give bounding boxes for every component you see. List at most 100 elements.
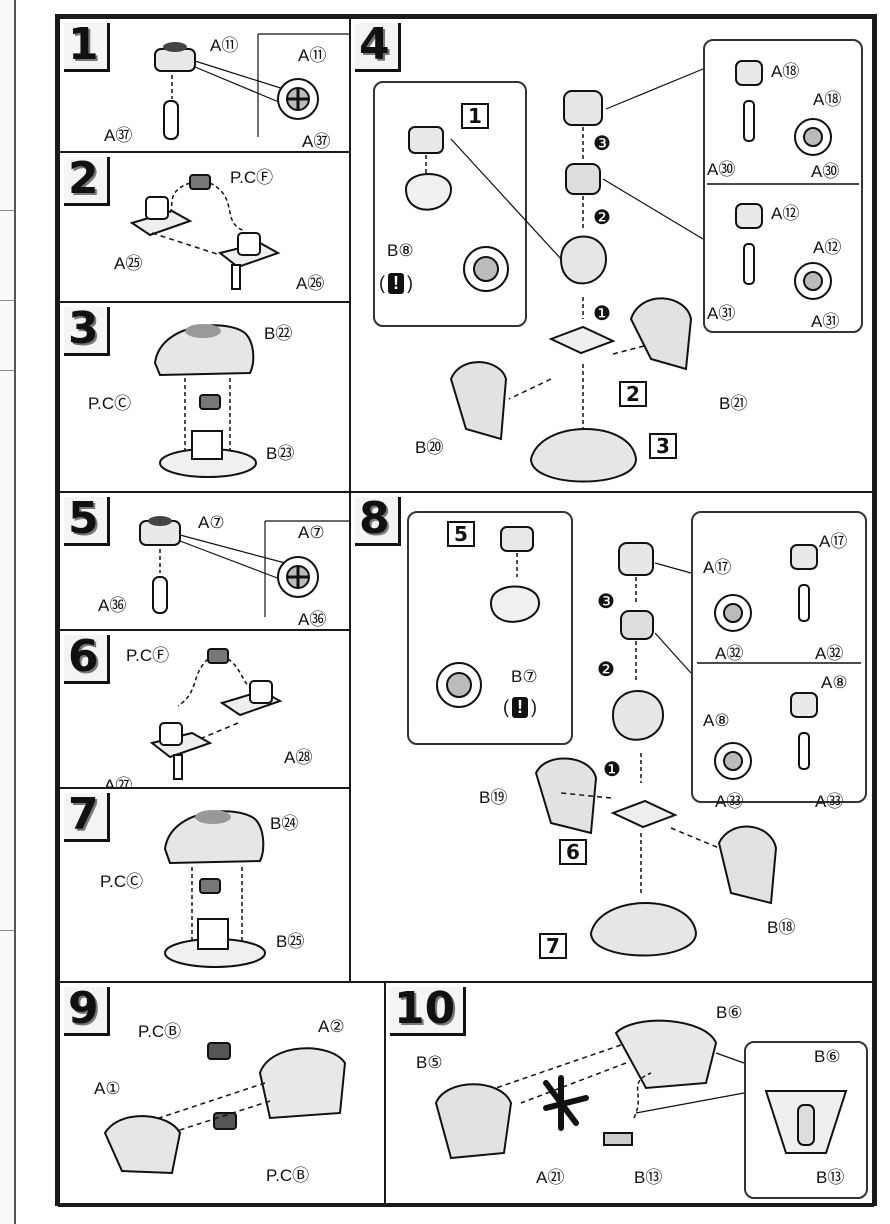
part-label: A⑪ (298, 46, 327, 65)
assembly-order-mark: ❷ (597, 659, 615, 681)
part-label: B㉕ (276, 932, 305, 951)
part-label: A㊲ (104, 126, 133, 145)
caution-mark: (!) (379, 273, 413, 294)
part-label: A㊱ (98, 596, 127, 615)
step-4-upper-joint-callout (703, 39, 863, 333)
part-label: A㊱ (298, 610, 327, 629)
part-label: B⑧ (387, 241, 414, 260)
step-3-illustration (153, 324, 257, 478)
part-label: A㉝ (715, 792, 744, 811)
part-label: A㉜ (715, 644, 744, 663)
part-label: P.CⒻ (126, 646, 170, 665)
step-2-number: 2 (64, 157, 110, 206)
step-reference: 6 (559, 839, 587, 865)
part-label: B⑦ (511, 667, 538, 686)
step-1-number: 1 (64, 23, 110, 72)
step-2-panel: 2 P.CⒻ A㉕ A㉖ (58, 151, 351, 303)
step-2-illustration (129, 174, 281, 290)
assembly-order-mark: ❶ (603, 759, 621, 781)
part-label: B⑤ (416, 1053, 443, 1072)
step-8-number: 8 (355, 497, 401, 546)
part-label: B㉓ (266, 444, 295, 463)
step-1-panel: 1 A⑪ A㊲ A⑪ A㊲ (58, 17, 351, 153)
part-label: P.CⒷ (138, 1022, 182, 1041)
part-label: A㉜ (815, 644, 844, 663)
step-8-illustration (436, 526, 861, 957)
step-8-panel: 8 (349, 491, 874, 983)
step-4-panel: 4 (349, 17, 874, 493)
part-label: P.CⒻ (230, 168, 274, 187)
part-label: A㉘ (284, 748, 313, 767)
step-reference: 1 (461, 103, 489, 129)
part-label: A㉖ (296, 274, 325, 293)
part-label: A⑧ (821, 673, 848, 692)
assembly-order-mark: ❸ (593, 133, 611, 155)
step-reference: 5 (447, 521, 475, 547)
part-label: B⑥ (814, 1047, 841, 1066)
step-10-number: 10 (390, 987, 467, 1036)
step-7-number: 7 (64, 793, 110, 842)
step-reference: 3 (649, 433, 677, 459)
part-label: A⑫ (771, 204, 800, 223)
step-9-panel: 9 P.CⒷ A② A① P.CⒷ (58, 981, 386, 1207)
part-label: A㉗ (104, 776, 133, 789)
part-label: B㉔ (270, 814, 299, 833)
part-label: A㉕ (114, 254, 143, 273)
part-label: A㉑ (536, 1168, 565, 1187)
part-label: A⑧ (703, 711, 730, 730)
step-4-illustration (404, 60, 859, 483)
step-4-number: 4 (355, 23, 401, 72)
assembly-order-mark: ❶ (593, 303, 611, 325)
instruction-sheet: 1 A⑪ A㊲ A⑪ A㊲ 2 (55, 14, 877, 1207)
part-label: P.CⒸ (100, 872, 144, 891)
step-5-panel: 5 A⑦ A⑦ A㊱ A㊱ (58, 491, 351, 631)
step-9-number: 9 (64, 987, 110, 1036)
part-label: A㉝ (815, 792, 844, 811)
part-label: B㉑ (719, 394, 748, 413)
part-label: B⑥ (716, 1003, 743, 1022)
part-label: A⑫ (813, 238, 842, 257)
step-reference: 7 (539, 933, 567, 959)
part-label: B⑲ (479, 788, 508, 807)
step-7-panel: 7 B㉔ P.CⒸ B㉕ (58, 787, 351, 983)
part-label: A② (318, 1017, 345, 1036)
step-10-illustration (434, 1019, 848, 1160)
part-label: B㉒ (264, 324, 293, 343)
part-label: A㊲ (302, 132, 331, 151)
part-label: A㉚ (811, 162, 840, 181)
part-label: A⑦ (198, 513, 225, 532)
step-3-panel: 3 B㉒ P.CⒸ B㉓ (58, 301, 351, 493)
part-label: B⑱ (767, 918, 796, 937)
step-10-panel: 10 B⑥ B⑤ B⑥ A㉑ B⑬ B⑬ (384, 981, 874, 1207)
assembly-order-mark: ❸ (597, 591, 615, 613)
part-label: A① (94, 1079, 121, 1098)
part-label: B⑳ (415, 438, 444, 457)
step-9-illustration (103, 1042, 347, 1175)
part-label: A⑪ (210, 36, 239, 55)
part-label: P.CⒸ (88, 394, 132, 413)
part-label: A㉚ (707, 160, 736, 179)
step-5-illustration (139, 516, 349, 617)
assembly-order-mark: ❷ (593, 207, 611, 229)
part-label: A⑰ (819, 532, 848, 551)
adjacent-page-edge (0, 0, 16, 1224)
step-7-illustration (163, 810, 266, 968)
part-label: A⑦ (298, 523, 325, 542)
step-6-illustration (149, 648, 283, 780)
part-label: A㉛ (811, 312, 840, 331)
step-6-number: 6 (64, 635, 110, 684)
part-label: B⑬ (816, 1168, 845, 1187)
part-label: A㉛ (707, 304, 736, 323)
step-8-detail-callout (407, 511, 573, 745)
step-3-number: 3 (64, 307, 110, 356)
part-label: A⑱ (771, 62, 800, 81)
step-reference: 2 (619, 381, 647, 407)
step-8-upper-joint-callout (691, 511, 867, 803)
part-label: A⑱ (813, 90, 842, 109)
caution-mark: (!) (503, 697, 537, 718)
part-label: A⑰ (703, 558, 732, 577)
step-1-illustration (154, 33, 349, 140)
step-6-panel: 6 P.CⒻ A㉘ A㉗ (58, 629, 351, 789)
step-5-number: 5 (64, 497, 110, 546)
part-label: P.CⒷ (266, 1166, 310, 1185)
